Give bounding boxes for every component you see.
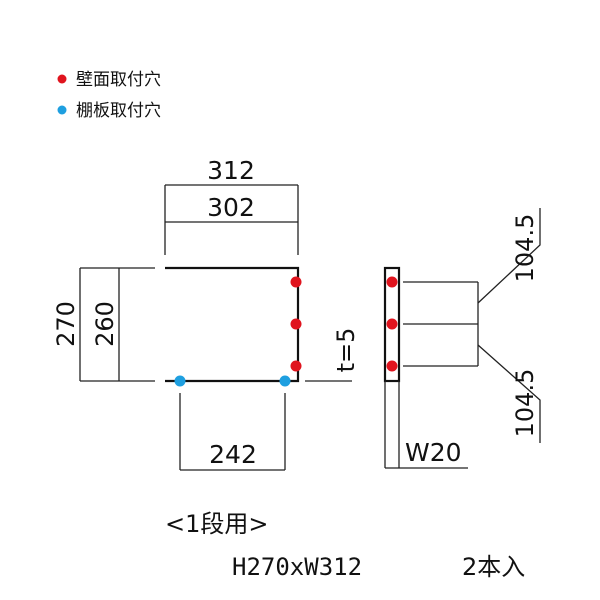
caption-title: <1段用>	[165, 510, 269, 538]
inner-width-label: 302	[207, 193, 255, 222]
side-width-label: W20	[405, 438, 462, 467]
wall-hole-side-bottom	[386, 360, 398, 372]
shelf-hole-legend-icon	[57, 105, 67, 115]
bottom-span-label: 242	[209, 440, 257, 469]
wall-hole-side-middle	[386, 318, 398, 330]
wall-hole-legend-icon	[57, 74, 67, 84]
upper-pitch-leader	[477, 208, 541, 304]
shelf-hole-right	[279, 375, 291, 387]
bracket-front-view	[165, 266, 300, 383]
lower-pitch-label: 104.5	[511, 369, 539, 438]
shelf-hole-left	[174, 375, 186, 387]
wall-hole-front-middle	[290, 318, 302, 330]
outer-height-label: 270	[52, 301, 80, 347]
inner-height-label: 260	[91, 301, 119, 347]
wall-hole-front-top	[290, 276, 302, 288]
spec-quantity: 2本入	[462, 553, 525, 581]
wall-hole-legend-label: 壁面取付穴	[76, 70, 161, 90]
wall-hole-side-top	[386, 276, 398, 288]
shelf-hole-legend-label: 棚板取付穴	[76, 101, 161, 121]
wall-hole-front-bottom	[290, 360, 302, 372]
bracket-side-view	[383, 266, 401, 383]
upper-pitch-label: 104.5	[511, 214, 539, 283]
spec-size: H270xW312	[232, 553, 362, 581]
lower-pitch-leader	[477, 344, 541, 443]
thickness-label: t=5	[332, 328, 360, 373]
outer-width-label: 312	[207, 156, 255, 185]
